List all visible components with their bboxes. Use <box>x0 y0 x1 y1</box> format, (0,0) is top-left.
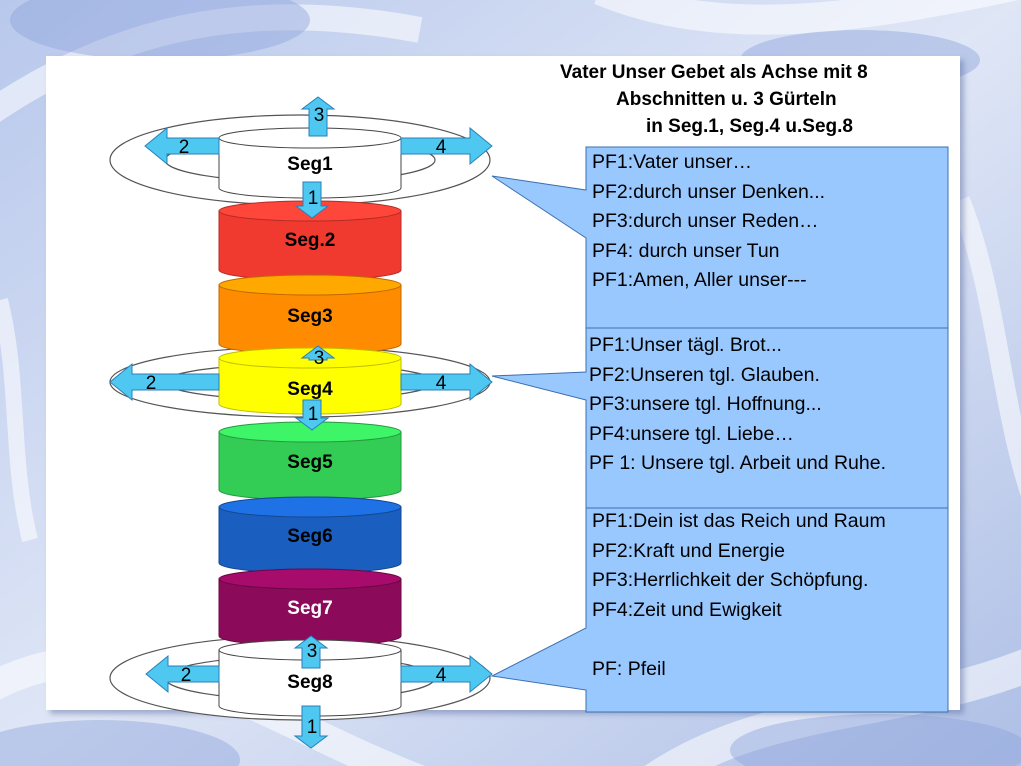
callout-2-text: PF1:Unser tägl. Brot... PF2:Unseren tgl.… <box>589 331 886 479</box>
callout-3-line: PF3:Herrlichkeit der Schöpfung. <box>592 569 869 591</box>
callout-3-line: PF: Pfeil <box>592 657 666 680</box>
callout-2-line: PF3:unsere tgl. Hoffnung... <box>589 393 822 415</box>
callout-1-line: PF1:Vater unser… <box>592 151 753 173</box>
title-line-2: Abschnitten u. 3 Gürteln <box>616 89 837 110</box>
arrow-number: 1 <box>308 404 319 425</box>
cylinder-segment <box>218 568 402 647</box>
callout-3-line: PF1:Dein ist das Reich und Raum <box>592 510 886 532</box>
segment-label: Seg1 <box>287 154 333 175</box>
callout-2-line: PF 1: Unsere tgl. Arbeit und Ruhe. <box>589 452 886 474</box>
callout-2-line: PF4:unsere tgl. Liebe… <box>589 422 794 445</box>
callout-2-line: PF2:Unseren tgl. Glauben. <box>589 363 820 386</box>
segment-label: Seg5 <box>287 452 333 473</box>
callout-3-line <box>592 625 886 655</box>
arrow-left: 2 <box>145 654 220 694</box>
segment-label: Seg6 <box>287 526 332 547</box>
callout-1-line: PF4: durch unser Tun <box>592 239 780 262</box>
callout-3-line: PF4:Zeit und Ewigkeit <box>592 598 782 621</box>
arrow-number: 3 <box>314 105 325 126</box>
arrow-number: 1 <box>308 188 319 209</box>
callout-3-line: PF2:Kraft und Energie <box>592 539 785 562</box>
arrow-number: 4 <box>436 137 447 158</box>
callout-2 <box>491 327 949 509</box>
arrow-up: 3 <box>300 96 336 137</box>
cylinder-segment <box>218 127 402 199</box>
callout-2-line: PF1:Unser tägl. Brot... <box>589 334 782 356</box>
arrow-down: 1 <box>294 181 330 219</box>
callout-1-line: PF2:durch unser Denken... <box>592 180 826 203</box>
arrow-number: 4 <box>436 665 447 686</box>
arrow-down: 1 <box>293 705 329 749</box>
segment-label: Seg.2 <box>285 230 336 251</box>
title-line-1: Vater Unser Gebet als Achse mit 8 <box>560 62 868 83</box>
title-line-3: in Seg.1, Seg.4 u.Seg.8 <box>646 116 853 137</box>
arrow-number: 3 <box>307 641 318 662</box>
callout-1-line: PF1:Amen, Aller unser--- <box>592 269 807 291</box>
callout-1-text: PF1:Vater unser… PF2:durch unser Denken.… <box>592 148 825 296</box>
arrow-left: 2 <box>144 126 220 166</box>
arrow-right: 4 <box>400 654 493 694</box>
callout-1-line: PF3:durch unser Reden… <box>592 210 819 232</box>
segment-label: Seg8 <box>287 672 332 693</box>
arrow-number: 3 <box>314 348 325 369</box>
arrow-down: 1 <box>294 399 330 431</box>
callout-1 <box>491 146 949 329</box>
segment-label: Seg4 <box>287 379 333 400</box>
arrow-number: 2 <box>146 373 157 394</box>
arrow-up: 3 <box>293 635 329 669</box>
segment-label: Seg3 <box>287 306 332 327</box>
arrow-up: 3 <box>300 345 336 369</box>
arrow-number: 4 <box>436 373 447 394</box>
segment-label: Seg7 <box>287 598 332 619</box>
arrow-number: 1 <box>307 717 318 738</box>
cylinder-segment <box>218 421 402 501</box>
callout-3-text: PF1:Dein ist das Reich und Raum PF2:Kraf… <box>592 507 886 684</box>
arrow-right: 4 <box>400 362 493 402</box>
arrow-right: 4 <box>400 126 493 166</box>
arrow-left: 2 <box>109 362 220 402</box>
arrow-number: 2 <box>181 665 192 686</box>
cylinder-segment <box>218 274 402 355</box>
arrow-number: 2 <box>179 137 190 158</box>
callout-3 <box>490 507 949 713</box>
